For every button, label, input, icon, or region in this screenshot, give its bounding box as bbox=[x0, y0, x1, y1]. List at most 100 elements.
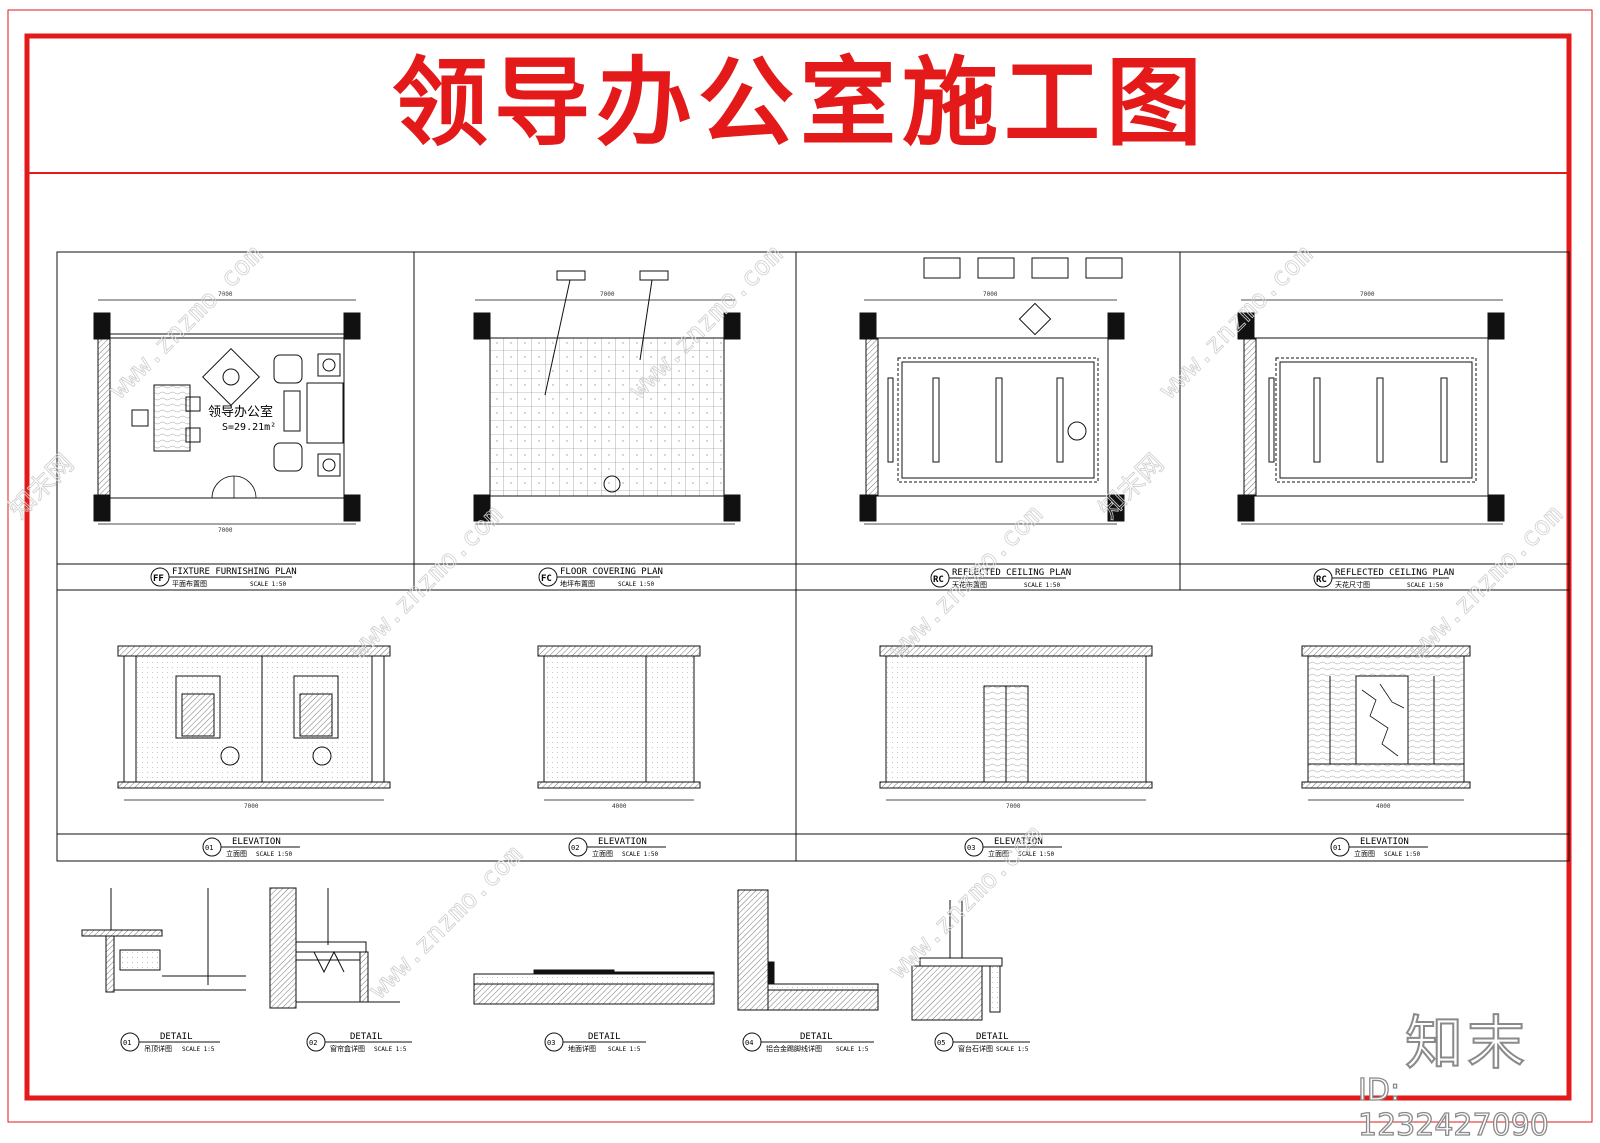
plan-title-fc-cn: 地坪布置图 bbox=[560, 579, 595, 588]
elev4-title-cn: 立面图 bbox=[1354, 849, 1375, 858]
elev3-title-cn: 立面图 bbox=[988, 849, 1009, 858]
svg-text:知末网: 知末网 bbox=[1094, 449, 1170, 525]
plan-title-rc2-scale: SCALE 1:50 bbox=[1407, 582, 1444, 589]
floor-plan bbox=[473, 270, 741, 525]
furnishing-plan bbox=[93, 299, 361, 525]
elevation-title-4: 01 ELEVATION 立面图 SCALE 1:50 bbox=[1330, 837, 1428, 858]
plan-title-fc: FC FLOOR COVERING PLAN 地坪布置图 SCALE 1:50 bbox=[538, 567, 663, 588]
plan4-width-dim: 7000 bbox=[1360, 291, 1375, 298]
elev1-title-cn: 立面图 bbox=[226, 849, 247, 858]
detail05-scale: SCALE 1:5 bbox=[996, 1046, 1029, 1053]
detail04-title-en: DETAIL bbox=[800, 1032, 833, 1042]
svg-text:www.znzmo.com: www.znzmo.com bbox=[1154, 240, 1319, 405]
detail-02-drawing bbox=[269, 887, 400, 1009]
svg-text:RC: RC bbox=[1316, 575, 1327, 585]
elev04-overall-dim: 4000 bbox=[1376, 803, 1391, 810]
detail03-title-en: DETAIL bbox=[588, 1032, 621, 1042]
plan-title-ff: FF FIXTURE FURNISHING PLAN 平面布置图 SCALE 1… bbox=[150, 567, 297, 588]
elev1-scale: SCALE 1:50 bbox=[256, 851, 293, 858]
elev4-scale: SCALE 1:50 bbox=[1384, 851, 1421, 858]
svg-text:FC: FC bbox=[541, 574, 552, 584]
plan-title-rc1-scale: SCALE 1:50 bbox=[1024, 582, 1061, 589]
detail-03-drawing bbox=[473, 969, 715, 1005]
room-area: S=29.21m² bbox=[222, 422, 276, 433]
plan-title-rc1-cn: 天花布置图 bbox=[952, 580, 987, 589]
detail-05-drawing bbox=[911, 900, 1003, 1021]
svg-text:01: 01 bbox=[1333, 844, 1341, 852]
elev4-title-en: ELEVATION bbox=[1360, 837, 1409, 847]
detail01-title-en: DETAIL bbox=[160, 1032, 193, 1042]
detail05-title-cn: 窗台石详图 bbox=[958, 1044, 993, 1053]
detail05-title-en: DETAIL bbox=[976, 1032, 1009, 1042]
svg-text:www.znzmo.com: www.znzmo.com bbox=[344, 500, 509, 665]
plan-title-rc2-en: REFLECTED CEILING PLAN bbox=[1335, 568, 1454, 578]
corner-brand-logo: 知末 bbox=[1404, 1008, 1530, 1078]
plan-title-rc2: RC REFLECTED CEILING PLAN 天花尺寸图 SCALE 1:… bbox=[1313, 568, 1454, 589]
watermark: www.znzmo.com www.znzmo.com www.znzmo.co… bbox=[3, 239, 1569, 1005]
detail-01-drawing bbox=[81, 888, 246, 993]
svg-text:www.znzmo.com: www.znzmo.com bbox=[104, 240, 269, 405]
outer-border bbox=[7, 9, 1593, 1123]
elevation-title-3: 03 ELEVATION 立面图 SCALE 1:50 bbox=[964, 837, 1062, 858]
elevation-04 bbox=[1301, 645, 1471, 801]
svg-text:FF: FF bbox=[153, 574, 164, 584]
detail-04-drawing bbox=[737, 889, 879, 1011]
sheet-title: 领导办公室施工图 bbox=[392, 47, 1208, 159]
elev2-title-en: ELEVATION bbox=[598, 837, 647, 847]
elevation-03 bbox=[879, 645, 1153, 801]
ceiling-plan bbox=[859, 257, 1125, 525]
elevation-01 bbox=[117, 645, 391, 801]
detail-title-01: 01 DETAIL 吊顶详图 SCALE 1:5 bbox=[120, 1032, 220, 1053]
panel-grid bbox=[56, 251, 1570, 862]
detail03-title-cn: 地面详图 bbox=[568, 1044, 596, 1053]
elev3-scale: SCALE 1:50 bbox=[1018, 851, 1055, 858]
detail-title-03: 03 DETAIL 地面详图 SCALE 1:5 bbox=[544, 1032, 646, 1053]
plan-title-ff-scale: SCALE 1:50 bbox=[250, 581, 287, 588]
plan-title-fc-scale: SCALE 1:50 bbox=[618, 581, 655, 588]
detail04-scale: SCALE 1:5 bbox=[836, 1046, 869, 1053]
svg-text:03: 03 bbox=[967, 844, 975, 852]
image-id: ID: 1232427090 bbox=[1357, 1072, 1549, 1143]
plan1-width-dim-bottom: 7000 bbox=[218, 527, 233, 534]
elevation-title-1: 01 ELEVATION 立面图 SCALE 1:50 bbox=[202, 837, 300, 858]
svg-text:02: 02 bbox=[309, 1039, 317, 1047]
elevation-title-2: 02 ELEVATION 立面图 SCALE 1:50 bbox=[568, 837, 666, 858]
svg-text:03: 03 bbox=[547, 1039, 555, 1047]
elev2-title-cn: 立面图 bbox=[592, 849, 613, 858]
detail01-scale: SCALE 1:5 bbox=[182, 1046, 215, 1053]
svg-text:RC: RC bbox=[933, 575, 944, 585]
svg-text:01: 01 bbox=[123, 1039, 131, 1047]
detail03-scale: SCALE 1:5 bbox=[608, 1046, 641, 1053]
elev01-overall-dim: 7000 bbox=[244, 803, 259, 810]
elev3-title-en: ELEVATION bbox=[994, 837, 1043, 847]
plan3-width-dim: 7000 bbox=[983, 291, 998, 298]
plan-title-rc1: RC REFLECTED CEILING PLAN 天花布置图 SCALE 1:… bbox=[930, 568, 1071, 589]
plan-title-fc-en: FLOOR COVERING PLAN bbox=[560, 567, 663, 577]
elev2-scale: SCALE 1:50 bbox=[622, 851, 659, 858]
elev02-overall-dim: 4000 bbox=[612, 803, 627, 810]
elev1-title-en: ELEVATION bbox=[232, 837, 281, 847]
svg-text:05: 05 bbox=[937, 1039, 945, 1047]
plan2-width-dim: 7000 bbox=[600, 291, 615, 298]
detail-title-05: 05 DETAIL 窗台石详图 SCALE 1:5 bbox=[934, 1032, 1030, 1053]
plan-title-ff-cn: 平面布置图 bbox=[172, 579, 207, 588]
plan-title-rc1-en: REFLECTED CEILING PLAN bbox=[952, 568, 1071, 578]
svg-text:01: 01 bbox=[205, 844, 213, 852]
detail01-title-cn: 吊顶详图 bbox=[144, 1044, 172, 1053]
detail02-scale: SCALE 1:5 bbox=[374, 1046, 407, 1053]
elevation-02 bbox=[537, 645, 701, 801]
svg-text:02: 02 bbox=[571, 844, 579, 852]
svg-text:04: 04 bbox=[745, 1039, 753, 1047]
detail-title-04: 04 DETAIL 铝合金踢脚线详图 SCALE 1:5 bbox=[742, 1032, 874, 1053]
plan-title-ff-en: FIXTURE FURNISHING PLAN bbox=[172, 567, 297, 577]
ceiling-dim-plan bbox=[1237, 299, 1505, 525]
detail02-title-cn: 窗帘盒详图 bbox=[330, 1044, 365, 1053]
plan1-width-dim: 7000 bbox=[218, 291, 233, 298]
svg-text:知末网: 知末网 bbox=[4, 449, 80, 525]
elev03-overall-dim: 7000 bbox=[1006, 803, 1021, 810]
detail04-title-cn: 铝合金踢脚线详图 bbox=[766, 1044, 822, 1053]
room-name: 领导办公室 bbox=[208, 404, 273, 420]
detail02-title-en: DETAIL bbox=[350, 1032, 383, 1042]
plan-title-rc2-cn: 天花尺寸图 bbox=[1335, 580, 1370, 589]
